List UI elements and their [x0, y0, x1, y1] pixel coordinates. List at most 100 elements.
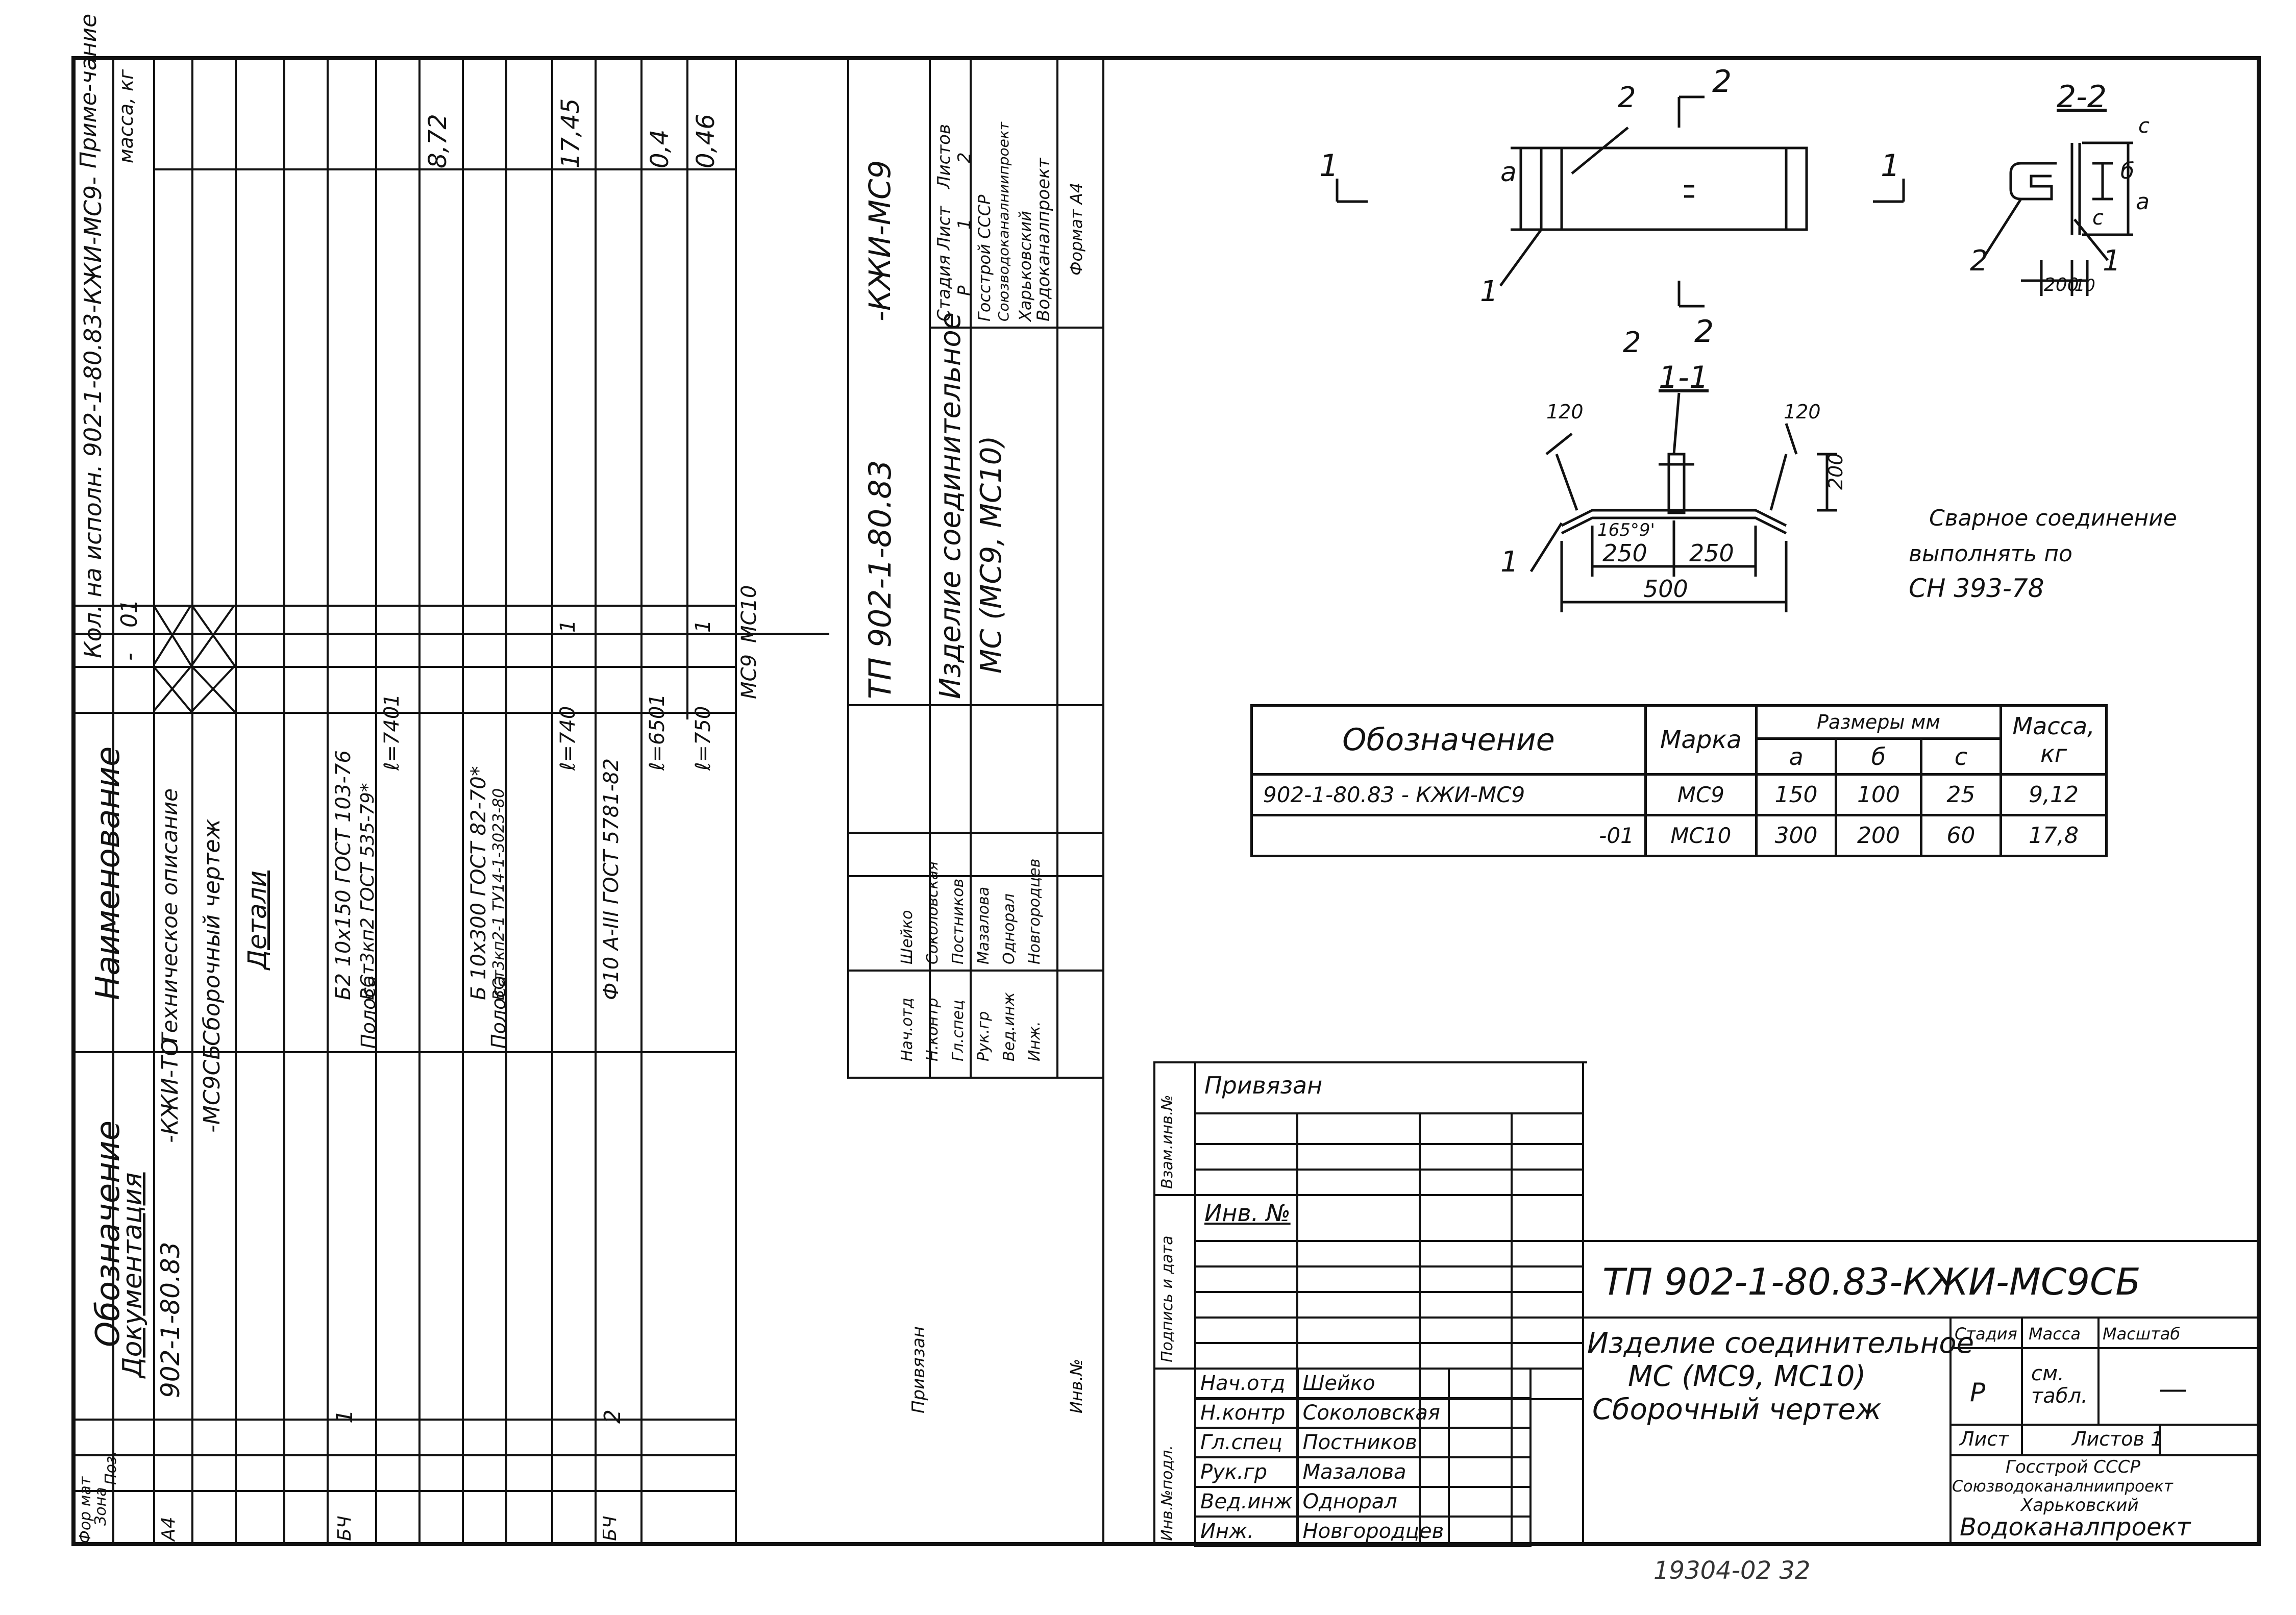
small-stamp-title2: МС (МС9, МС10) — [975, 435, 1008, 674]
dims-row1-b: 200 — [1835, 814, 1922, 857]
small-stamp-inv: Инв.№ — [1067, 1358, 1086, 1413]
dim-120a: 120 — [1546, 401, 1584, 423]
small-stamp-org2: Союзводоканалниипроект — [995, 121, 1012, 321]
row-7-len: ℓ=750 — [692, 706, 715, 771]
dims-row1-designation: -01 — [1250, 814, 1647, 857]
small-stamp-role-0: Нач.отд — [898, 998, 916, 1061]
row-4-spec2: ВСт3кп2 ГОСТ 535-79* — [357, 783, 378, 1000]
small-stamp-format: Формат А4 — [1067, 182, 1086, 276]
small-stamp-org3: Харьковский — [1016, 211, 1035, 321]
row-5-spec2: ВСт3кп2-1 ТУ14-1-3023-80 — [490, 788, 508, 1000]
dims-row0-b: 100 — [1835, 773, 1922, 816]
header-name: Наименование — [89, 746, 127, 1000]
row-0-suffix: -КЖИ-ТО — [157, 1038, 183, 1143]
main-org3: Харьковский — [2021, 1495, 2139, 1515]
pos-2-22: 2 — [1970, 244, 1988, 278]
main-attached: Привязан — [1204, 1072, 1323, 1099]
weld-note-2: выполнять по — [1909, 541, 2072, 567]
dim-250b: 250 — [1689, 539, 1734, 567]
row-section-parts: Детали — [242, 870, 272, 970]
footer-number: 19304-02 32 — [1653, 1556, 1811, 1585]
row-1-suffix: -МС9СБ — [199, 1044, 225, 1133]
dims-row1-mark: МС10 — [1644, 814, 1758, 857]
row-4-mass: 8,72 — [424, 114, 452, 168]
dims-h-a: а — [1755, 737, 1838, 776]
small-stamp-suffix: -КЖИ-МС9 — [862, 160, 897, 321]
person-5: Новгородцев — [1296, 1515, 1450, 1547]
exec-col-0: - — [116, 653, 142, 661]
dims-h-mark: Марка — [1644, 704, 1758, 776]
exec-name-mc9: МС9 — [737, 654, 761, 699]
main-org1: Госстрой СССР — [2006, 1457, 2140, 1477]
main-title1: Изделие соединительное — [1587, 1327, 1974, 1360]
dim-c: с — [2138, 114, 2150, 138]
dim-a-22: а — [2136, 189, 2150, 215]
person-2: Постников — [1296, 1427, 1450, 1458]
row-4-format: БЧ — [334, 1515, 355, 1541]
label-2a: 2 — [1712, 66, 1732, 100]
small-stamp-role-1: Н.контр — [924, 998, 942, 1061]
label-1a: 1 — [1319, 148, 1339, 184]
section-2-2: 2-2 — [2057, 79, 2107, 115]
cross-marks — [153, 605, 235, 712]
main-sheets-h: Листов 1 — [2072, 1428, 2163, 1450]
header-qty: Кол. на исполн. 902-1-80.83-КЖИ-МС9- — [79, 177, 107, 658]
dim-200-22: 200 — [2044, 275, 2079, 295]
dims-h-designation: Обозначение — [1250, 704, 1647, 776]
row-7-qty: 1 — [692, 619, 715, 633]
main-stage-h: Стадия — [1955, 1324, 2017, 1344]
dims-row1-c: 60 — [1919, 814, 2003, 857]
row-1-name: Сборочный чертеж — [199, 818, 225, 1046]
small-stamp-person-4: Однорал — [1000, 893, 1018, 964]
pos-1-22: 1 — [2103, 244, 2121, 278]
row-7-mass: 0,46 — [692, 114, 720, 168]
row-4-spec1: Б2 10х150 ГОСТ 103-76 — [332, 750, 355, 1000]
row-6-qty: 1 — [646, 693, 669, 707]
row-0-designation: 902-1-80.83 — [156, 1241, 185, 1398]
row-5-qty: 1 — [556, 619, 580, 633]
small-stamp-sheet: 1 — [954, 218, 975, 230]
side-label-1: Подпись и дата — [1158, 1235, 1176, 1363]
dims-row0-mass: 9,12 — [1999, 773, 2108, 816]
small-stamp-stage-h: Стадия — [934, 255, 954, 321]
side-label-2: Инв.№подл. — [1158, 1445, 1176, 1541]
dims-row0-c: 25 — [1919, 773, 2003, 816]
row-4-pos: 1 — [332, 1409, 358, 1424]
main-scale: — — [2159, 1373, 2187, 1406]
weld-note-3: СН 393-78 — [1909, 574, 2044, 603]
person-3: Мазалова — [1296, 1456, 1450, 1488]
pos-2-section: 2 — [1623, 326, 1641, 359]
pos-1-section: 1 — [1500, 545, 1519, 579]
dims-h-mass: Масса, кг — [1999, 704, 2108, 776]
angle-label: 165°9' — [1597, 520, 1655, 540]
dim-500: 500 — [1643, 575, 1688, 603]
dims-row0-designation: 902-1-80.83 - КЖИ-МС9 — [1250, 773, 1647, 816]
dims-row0-mark: МС9 — [1644, 773, 1758, 816]
main-mass: см. табл. — [2031, 1362, 2088, 1408]
dims-h-c: с — [1919, 737, 2003, 776]
dim-10-22: 10 — [2075, 276, 2095, 295]
row-6-format: БЧ — [600, 1515, 621, 1541]
exec-col-1: 01 — [116, 599, 142, 628]
section-1-1: 1-1 — [1659, 360, 1709, 395]
label-1b: 1 — [1881, 148, 1900, 184]
small-stamp-sheet-h: Лист — [934, 206, 954, 250]
small-stamp-attached: Привязан — [908, 1326, 929, 1413]
small-stamp-person-3: Мазалова — [975, 886, 993, 964]
header-note: Приме-чание — [76, 13, 102, 168]
side-label-0: Взам.инв.№ — [1158, 1095, 1176, 1189]
small-stamp-person-2: Постников — [949, 878, 967, 964]
main-scale-h: Масштаб — [2103, 1324, 2181, 1344]
dims-row0-a: 150 — [1755, 773, 1838, 816]
pos-1-plan: 1 — [1480, 275, 1498, 308]
small-stamp-person-5: Новгородцев — [1026, 858, 1044, 964]
main-title3: Сборочный чертеж — [1592, 1393, 1882, 1426]
row-4-qty: 1 — [380, 693, 404, 707]
main-inv: Инв. № — [1204, 1199, 1291, 1227]
pos-2-plan: 2 — [1618, 81, 1636, 114]
small-stamp-person-1: Соколовская — [924, 861, 942, 964]
dim-b: б — [2120, 158, 2134, 184]
role-0: Нач.отд — [1194, 1368, 1299, 1399]
label-2b: 2 — [1694, 314, 1714, 350]
